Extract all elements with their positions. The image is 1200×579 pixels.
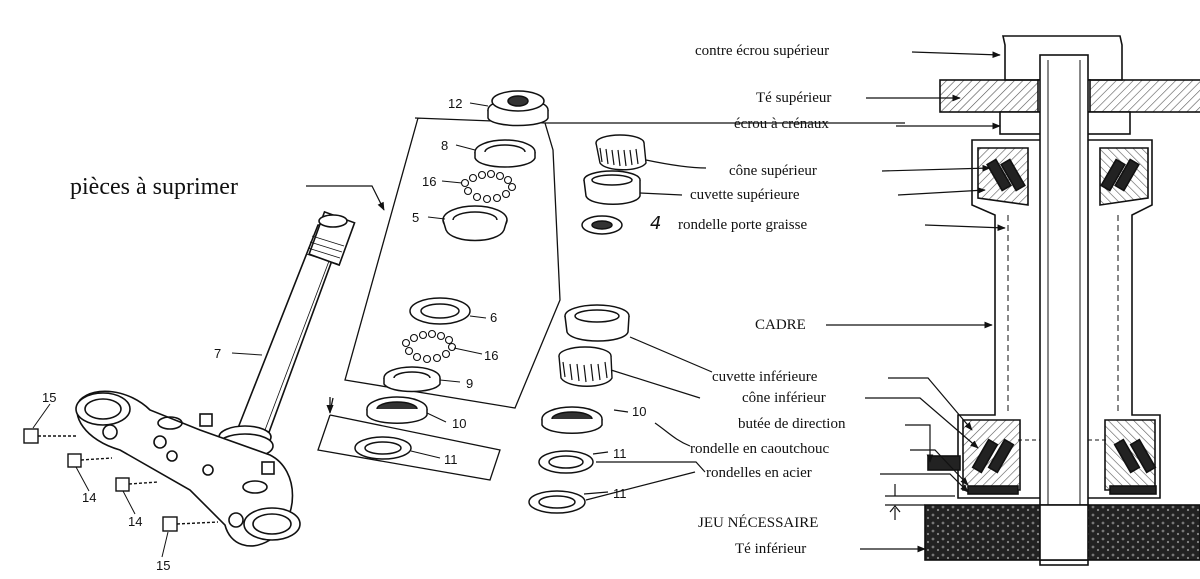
label-jeu-necessaire: JEU NÉCESSAIRE <box>698 515 819 531</box>
part-number-9: 9 <box>466 376 474 391</box>
part-8-washer <box>474 139 536 168</box>
part-number-15-top: 15 <box>42 390 57 405</box>
label-cuvette-superieure: cuvette supérieure <box>690 187 800 203</box>
part-5-race <box>442 205 508 242</box>
label-cone-inferieur: cône inférieur <box>742 390 826 406</box>
part-9-race <box>383 366 441 393</box>
part-number-16-upper: 16 <box>422 174 437 189</box>
parts-bracket <box>317 117 905 481</box>
part-number-10-box: 10 <box>452 416 467 431</box>
part-6-race <box>409 297 471 325</box>
part-number-5: 5 <box>412 210 420 225</box>
part-11-washer-box <box>354 436 412 460</box>
label-cone-superieur: cône supérieur <box>729 163 817 179</box>
handwritten-number: 4 <box>650 213 662 234</box>
bolts <box>23 428 219 532</box>
bolt-leaders <box>32 352 263 558</box>
label-ecrou-creneaux: écrou à crénaux <box>734 116 829 132</box>
rubber-washer <box>541 406 603 434</box>
part-number-16-lower: 16 <box>484 348 499 363</box>
part-16-ball-ring-upper <box>460 169 517 204</box>
steel-washers <box>528 450 594 514</box>
tapered-cone-upper <box>595 134 647 171</box>
part-16-ball-ring-lower <box>401 329 457 364</box>
tapered-cone-lower <box>558 346 613 387</box>
part-number-10-new: 10 <box>632 404 647 419</box>
label-cadre: CADRE <box>755 317 806 333</box>
part-number-11-new-a: 11 <box>613 446 627 461</box>
part-number-11-box: 11 <box>444 452 458 467</box>
remove-parts-note: pièces à suprimer <box>70 174 238 200</box>
label-rondelles-acier: rondelles en acier <box>706 465 812 481</box>
label-rondelle-caoutchouc: rondelle en caoutchouc <box>690 441 830 457</box>
cup-upper <box>583 170 641 205</box>
label-rondelle-porte-graisse: rondelle porte graisse <box>678 217 808 233</box>
part-leaders <box>410 102 489 459</box>
part-number-7: 7 <box>214 346 222 361</box>
triple-clamp <box>75 210 356 547</box>
part-number-15-bottom: 15 <box>156 558 171 573</box>
part-number-11-new-b: 11 <box>613 486 627 501</box>
part-number-8: 8 <box>441 138 449 153</box>
grease-washer <box>581 215 623 235</box>
part-number-12: 12 <box>448 96 463 111</box>
part-number-14-left: 14 <box>82 490 97 505</box>
part-number-6: 6 <box>490 310 498 325</box>
cross-section <box>924 35 1200 566</box>
section-leaders <box>826 51 1006 553</box>
label-cuvette-inferieure: cuvette inférieure <box>712 369 818 385</box>
part-number-14-right: 14 <box>128 514 143 529</box>
label-contre-ecrou: contre écrou supérieur <box>695 43 830 59</box>
remove-leader <box>306 185 385 211</box>
cup-lower <box>564 304 630 342</box>
label-butee-direction: butée de direction <box>738 416 846 432</box>
part-10-seal-upper <box>366 396 428 424</box>
label-te-inferieur: Té inférieur <box>735 541 807 557</box>
label-te-superieur: Té supérieur <box>756 90 832 106</box>
part-12-castle-nut <box>487 90 549 127</box>
bearing-leaders <box>583 159 713 501</box>
